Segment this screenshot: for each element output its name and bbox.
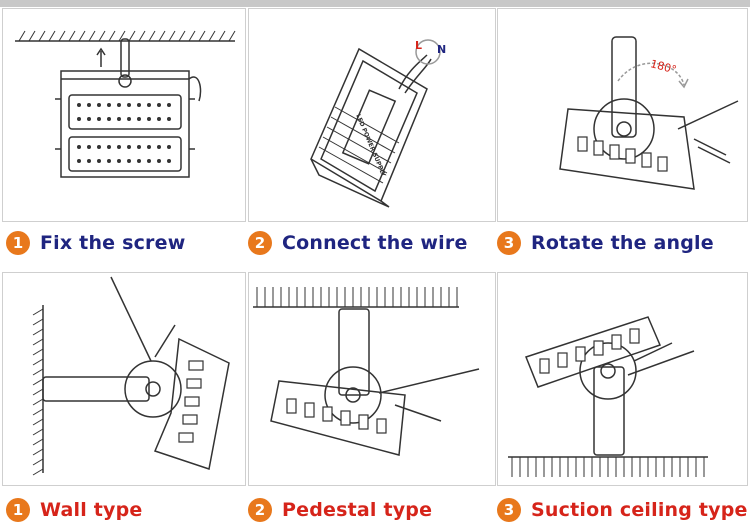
pedestal-type-illustration bbox=[253, 287, 480, 456]
type-number-badge: 2 bbox=[248, 498, 272, 522]
type-caption-3: 3 Suction ceiling type bbox=[497, 495, 748, 525]
panel-wall-type bbox=[2, 272, 246, 486]
panel-suction-ceiling-type bbox=[497, 272, 748, 486]
panel-connect-wire: LED POWER SUPPLY L N bbox=[248, 8, 496, 222]
step-number-badge: 2 bbox=[248, 231, 272, 255]
panel-pedestal-type bbox=[248, 272, 496, 486]
type-label: Pedestal type bbox=[282, 499, 433, 521]
step-label: Fix the screw bbox=[40, 232, 186, 254]
live-wire-label: L bbox=[415, 39, 422, 52]
neutral-wire-label: N bbox=[437, 43, 446, 56]
rotation-label: 180° bbox=[649, 57, 678, 76]
type-caption-2: 2 Pedestal type bbox=[248, 495, 432, 525]
step-caption-3: 3 Rotate the angle bbox=[497, 228, 714, 258]
step-label: Rotate the angle bbox=[531, 232, 714, 254]
panel-rotate-angle: 180° bbox=[497, 8, 748, 222]
step-number-badge: 3 bbox=[497, 231, 521, 255]
wall-type-illustration bbox=[32, 276, 230, 476]
type-number-badge: 3 bbox=[497, 498, 521, 522]
step-caption-2: 2 Connect the wire bbox=[248, 228, 468, 258]
type-caption-1: 1 Wall type bbox=[6, 495, 143, 525]
step-number-badge: 1 bbox=[6, 231, 30, 255]
top-bar bbox=[0, 0, 750, 7]
step-label: Connect the wire bbox=[282, 232, 468, 254]
rotate-angle-illustration: 180° bbox=[559, 36, 739, 190]
suction-ceiling-type-illustration bbox=[508, 316, 708, 477]
type-label: Wall type bbox=[40, 499, 143, 521]
type-number-badge: 1 bbox=[6, 498, 30, 522]
panel-fix-screw bbox=[2, 8, 246, 222]
step-caption-1: 1 Fix the screw bbox=[6, 228, 185, 258]
connect-wire-illustration: LED POWER SUPPLY L N bbox=[310, 39, 446, 208]
type-label: Suction ceiling type bbox=[531, 499, 748, 521]
fix-screw-illustration bbox=[15, 30, 236, 178]
